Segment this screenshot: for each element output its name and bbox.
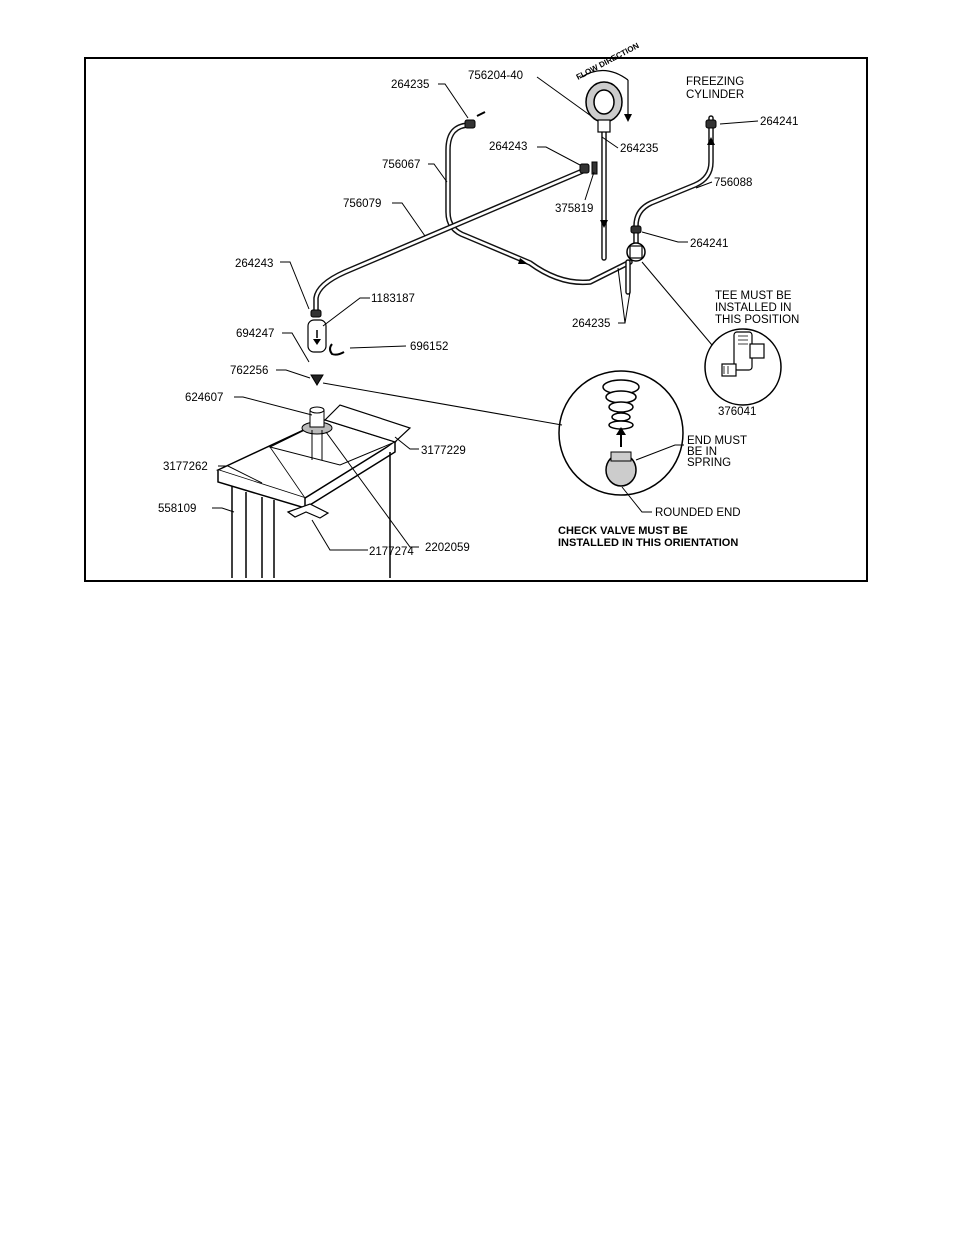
callout-2202059: 2202059 — [425, 542, 470, 554]
flow-arrow-icon — [707, 137, 715, 145]
clamp-264243-left — [310, 309, 322, 318]
end-note: END MUST — [687, 435, 747, 447]
callout-756204-40: 756204-40 — [468, 70, 523, 82]
screw-375819 — [591, 161, 598, 175]
callout-558109: 558109 — [158, 503, 196, 515]
flow-arrow-icon — [518, 258, 528, 264]
callout-264241-mid: 264241 — [690, 238, 728, 250]
pipe-756088 — [633, 115, 714, 248]
callout-762256: 762256 — [230, 365, 268, 377]
rounded-end-label: ROUNDED END — [655, 507, 741, 519]
callout-375819: 375819 — [555, 203, 593, 215]
callout-264235-bottom: 264235 — [572, 318, 610, 330]
callout-756088: 756088 — [714, 177, 752, 189]
callout-696152: 696152 — [410, 341, 448, 353]
pipe-756067 — [445, 122, 633, 286]
bracket-2177274 — [286, 503, 330, 519]
pipe-756079 — [313, 167, 588, 315]
tee-note: THIS POSITION — [715, 314, 799, 326]
tee-detail-circle — [704, 328, 782, 406]
clamp-264235-top — [464, 119, 476, 129]
cover-3177229 — [323, 404, 412, 443]
callout-264241-top: 264241 — [760, 116, 798, 128]
clip-696152 — [329, 343, 345, 356]
tank-assembly — [215, 419, 397, 578]
callout-2177274: 2177274 — [369, 546, 414, 558]
callout-1183187: 1183187 — [371, 293, 415, 305]
tee-note: TEE MUST BE — [715, 290, 792, 302]
callout-264235-top: 264235 — [391, 79, 429, 91]
callout-624607: 624607 — [185, 392, 223, 404]
flow-direction-label: FLOW DIRECTION — [575, 41, 641, 82]
callout-264235-right: 264235 — [620, 143, 658, 155]
flow-arrow-icon — [600, 220, 608, 228]
screw-top-icon — [476, 111, 486, 117]
callout-264243-mid: 264243 — [489, 141, 527, 153]
callout-756067: 756067 — [382, 159, 420, 171]
callout-3177229: 3177229 — [421, 445, 466, 457]
clamp-264241-mid — [630, 225, 642, 234]
clamp-264243-mid — [579, 163, 590, 174]
callout-3177262: 3177262 — [163, 461, 208, 473]
callout-376041: 376041 — [718, 406, 756, 418]
end-note: SPRING — [687, 457, 731, 469]
clamp-264241-top — [705, 119, 717, 129]
check-valve-detail-circle — [558, 370, 684, 496]
check-valve-note: CHECK VALVE MUST BE — [558, 525, 688, 537]
inlet-fitting-624607 — [301, 406, 333, 460]
filter-1183187 — [307, 319, 327, 353]
callout-756079: 756079 — [343, 198, 381, 210]
freezing-cylinder-label: CYLINDER — [686, 89, 744, 101]
callout-264243-left: 264243 — [235, 258, 273, 270]
freezing-cylinder-label: FREEZING — [686, 76, 744, 88]
check-valve-note: INSTALLED IN THIS ORIENTATION — [558, 537, 738, 549]
end-note: BE IN — [687, 446, 717, 458]
check-valve-762256 — [310, 374, 324, 386]
callout-694247: 694247 — [236, 328, 274, 340]
figure-frame — [84, 57, 868, 582]
flow-valve-756204-40 — [579, 69, 632, 133]
tee-fitting — [626, 242, 646, 262]
tee-note: INSTALLED IN — [715, 302, 791, 314]
